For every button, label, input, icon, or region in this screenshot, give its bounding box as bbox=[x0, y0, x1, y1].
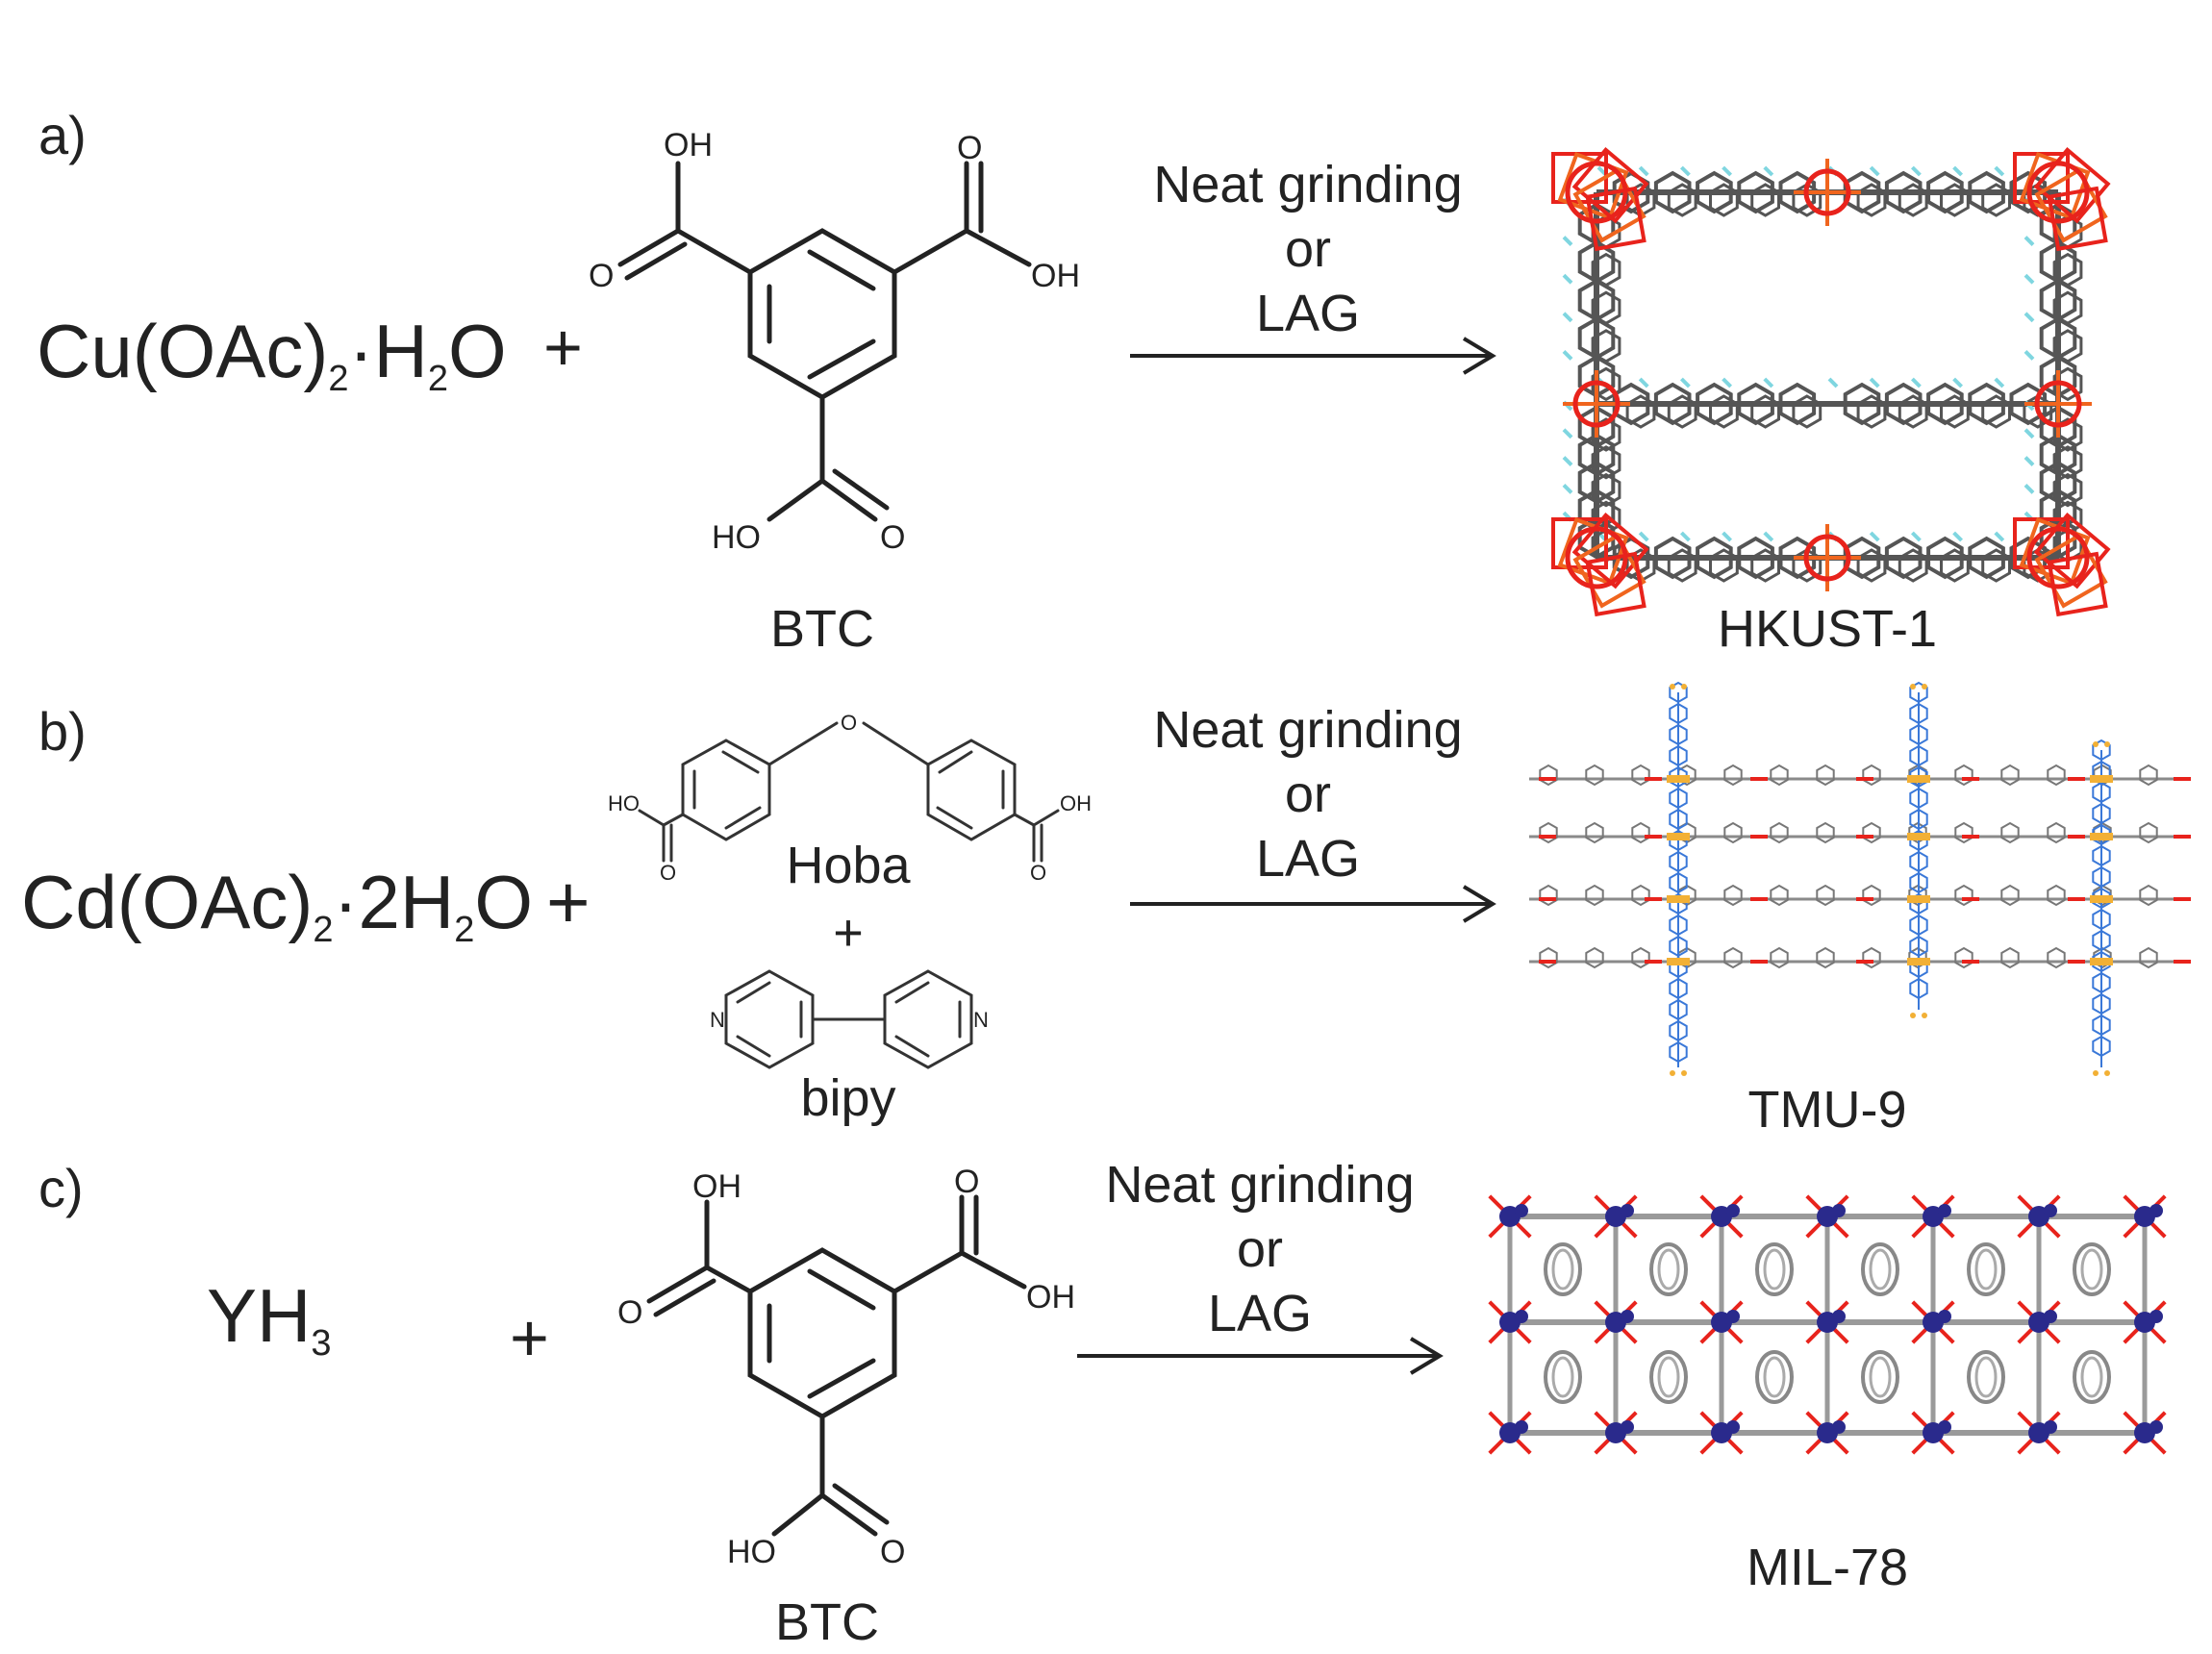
panel-b-ligand-name: Hoba bbox=[786, 837, 911, 894]
btc-a-oh-right: OH bbox=[1031, 258, 1080, 294]
btc-a-oh-top: OH bbox=[664, 127, 713, 163]
panel-a-product: HKUST-1 bbox=[1718, 600, 1937, 658]
panel-b-label: b) bbox=[38, 701, 87, 762]
bipy-n-right: N bbox=[973, 1008, 989, 1032]
bipy-n-left: N bbox=[710, 1008, 725, 1032]
hoba-o-left: O bbox=[660, 861, 676, 885]
panel-c-condition-3: LAG bbox=[1208, 1285, 1312, 1342]
hoba-ho-left: HO bbox=[608, 791, 640, 815]
panel-a-condition-2: or bbox=[1285, 220, 1331, 278]
panel-a-plus: + bbox=[543, 310, 583, 385]
btc-c-oh-top: OH bbox=[692, 1168, 742, 1205]
btc-c-o-bottom: O bbox=[880, 1534, 905, 1570]
hoba-o-bridge: O bbox=[841, 711, 857, 735]
panel-c-reactant-formula: YH3 bbox=[207, 1273, 332, 1364]
panel-a-ligand-name: BTC bbox=[770, 600, 874, 658]
panel-c-arrowhead bbox=[1409, 1337, 1444, 1375]
btc-a-ho-bottom: HO bbox=[712, 519, 761, 556]
btc-structure-a bbox=[617, 161, 1032, 522]
mil-78-structure-image bbox=[1488, 1194, 2167, 1455]
panel-c-ligand-name: BTC bbox=[775, 1593, 879, 1651]
panel-b-condition-1: Neat grinding bbox=[1153, 701, 1462, 759]
panel-c-condition-1: Neat grinding bbox=[1105, 1156, 1414, 1214]
panel-b-condition-3: LAG bbox=[1256, 830, 1360, 888]
btc-c-o-top-right: O bbox=[954, 1164, 979, 1200]
panel-b-condition-2: or bbox=[1285, 765, 1331, 823]
tmu-9-structure-image bbox=[1529, 681, 2191, 1076]
btc-a-o-bottom: O bbox=[880, 519, 905, 556]
panel-a-arrowhead bbox=[1462, 337, 1496, 375]
panel-a-reactant-formula: Cu(OAc)2·H2O bbox=[37, 309, 507, 399]
panel-b-reactant-formula: Cd(OAc)2·2H2O+ bbox=[21, 860, 591, 950]
panel-a-condition-3: LAG bbox=[1256, 285, 1360, 342]
panel-b-ligand-plus: + bbox=[833, 904, 864, 962]
panel-a-condition-1: Neat grinding bbox=[1153, 156, 1462, 213]
btc-c-oh-right: OH bbox=[1026, 1279, 1075, 1316]
panel-b-product: TMU-9 bbox=[1748, 1081, 1907, 1139]
btc-a-o-top-right: O bbox=[957, 130, 982, 166]
panel-c: c) YH3 + OH O O OH HO O BTC Neat gr bbox=[38, 1156, 2167, 1651]
panel-c-product: MIL-78 bbox=[1747, 1539, 1908, 1596]
btc-c-o-left: O bbox=[617, 1294, 642, 1331]
panel-b: b) Cd(OAc)2·2H2O+ O HO OH O O bbox=[21, 681, 2191, 1139]
bipy-structure bbox=[724, 969, 973, 1069]
hoba-o-right: O bbox=[1030, 861, 1046, 885]
panel-a: a) Cu(OAc)2·H2O + OH O O bbox=[37, 105, 2111, 658]
btc-c-ho-bottom: HO bbox=[727, 1534, 776, 1570]
panel-c-condition-2: or bbox=[1237, 1220, 1283, 1278]
panel-b-arrowhead bbox=[1462, 885, 1496, 923]
panel-c-plus: + bbox=[510, 1300, 549, 1375]
btc-structure-c bbox=[646, 1194, 1027, 1537]
hoba-oh-right: OH bbox=[1060, 791, 1092, 815]
panel-b-ligand2-name: bipy bbox=[800, 1069, 895, 1127]
panel-c-label: c) bbox=[38, 1158, 84, 1218]
hoba-structure bbox=[638, 721, 1060, 863]
panel-a-label: a) bbox=[38, 105, 87, 165]
hkust-1-structure-image bbox=[1551, 147, 2111, 617]
btc-a-o-left: O bbox=[589, 258, 614, 294]
